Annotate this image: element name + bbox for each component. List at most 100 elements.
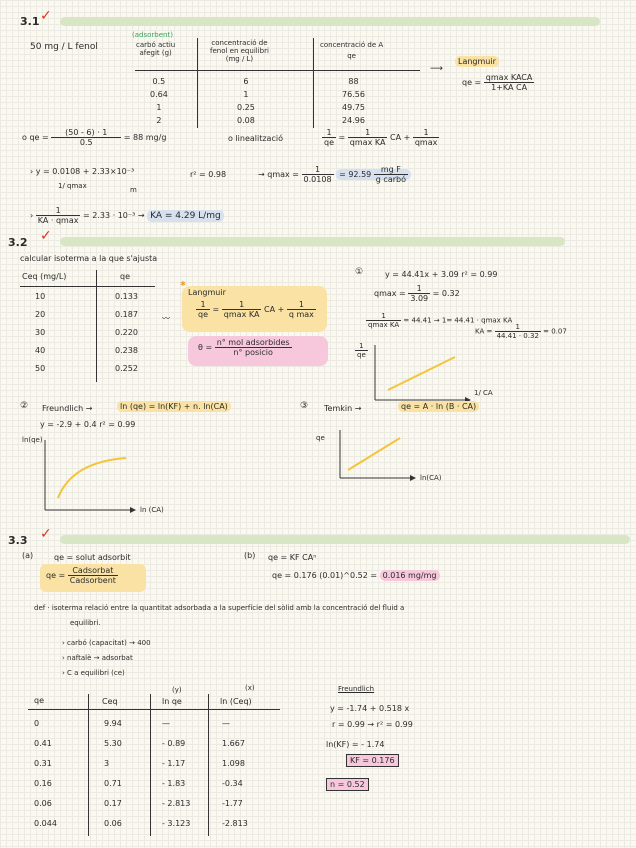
case-3-equation: qe = A · ln (B · CA) [398, 401, 480, 412]
case-3-label: Temkin → [324, 404, 362, 413]
table-divider [313, 38, 314, 128]
check-icon: ✓ [40, 526, 52, 542]
part-b-label: (b) [244, 551, 256, 560]
section-header-bar [60, 535, 630, 544]
list-item: › naftalè → adsorbat [62, 654, 133, 662]
star-icon: ✱ [180, 280, 186, 288]
langmuir-label: Langmuir [455, 56, 499, 67]
case-3-y-axis-label: qe [316, 434, 325, 442]
case-3-x-axis-label: ln(CA) [420, 474, 442, 482]
regression-intercept-note: 1/ qmax [58, 182, 87, 190]
check-icon: ✓ [40, 8, 52, 24]
part-a-highlight [40, 564, 146, 592]
part-a-definition: qe = solut adsorbit [54, 553, 131, 562]
section-header-bar [60, 237, 565, 246]
freundlich-r: r = 0.99 → r² = 0.99 [332, 720, 413, 729]
case-1-x-axis-label: 1/ CA [474, 389, 493, 397]
adsorbent-note: (adsorbent) [132, 31, 173, 39]
col-header-qe: qe [120, 272, 130, 281]
arrow: ⟶ [430, 64, 443, 74]
case-3-marker: ③ [300, 401, 309, 411]
table-divider [208, 694, 209, 836]
part-b-equation: qe = KF CAⁿ [268, 553, 317, 562]
col-header-ceq: Ceq [102, 697, 118, 706]
table-divider [150, 694, 151, 836]
isotherm-definition: def · isoterma relació entre la quantita… [34, 604, 405, 612]
table-divider [96, 270, 97, 382]
freundlich-title: Freundlich [338, 685, 375, 693]
part-b-calculation: qe = 0.176 (0.01)^0.52 = 0.016 mg/mg [272, 570, 440, 581]
regression-line: › y = 0.0108 + 2.33×10⁻³ [30, 167, 135, 176]
table-divider [88, 694, 89, 836]
y-marker: (y) [172, 686, 182, 694]
case-2-equation: ln (qe) = ln(KF) + n. ln(CA) [117, 401, 231, 412]
freundlich-ln-kf: ln(KF) = - 1.74 [326, 740, 385, 749]
case-1-regression: y = 44.41x + 3.09 r² = 0.99 [385, 270, 498, 279]
phenol-concentration: 50 mg / L fenol [30, 42, 98, 52]
case-2-label: Freundlich → [42, 404, 93, 413]
table-divider [197, 38, 198, 128]
col-header-ln-qe: ln qe [162, 697, 182, 706]
case-2-marker: ② [20, 401, 29, 411]
kf-result: KF = 0.176 [346, 754, 399, 767]
list-item: › carbó (capacitat) → 400 [62, 639, 151, 647]
langmuir-title: Langmuir [188, 288, 226, 297]
section-number: 3.3 [8, 534, 28, 547]
part-a-label: (a) [22, 551, 34, 560]
col-header-ln-ceq: ln (Ceq) [220, 697, 252, 706]
col-ln-qe-values: —- 0.89- 1.17- 1.83- 2.813- 3.123 [162, 719, 191, 828]
isotherm-definition-cont: equilibri. [70, 619, 101, 627]
squiggle-arrow: 〰 [162, 314, 170, 323]
case-2-y-axis-label: ln(qe) [22, 436, 43, 444]
linearization-label: o linealització [228, 134, 283, 143]
check-icon: ✓ [40, 228, 52, 244]
case-1-marker: ① [355, 267, 364, 277]
section-intro: calcular isoterma a la que s'ajusta [20, 254, 158, 263]
n-result: n = 0.52 [326, 778, 369, 791]
case-2-regression: y = -2.9 + 0.4 r² = 0.99 [40, 420, 136, 429]
table-rule [28, 709, 280, 710]
regression-slope-note: m [130, 186, 137, 194]
given-data-list: › carbó (capacitat) → 400 › naftalè → ad… [62, 636, 151, 681]
table-rule [135, 70, 420, 71]
x-marker: (x) [245, 684, 255, 692]
section-number: 3.1 [20, 15, 40, 28]
case-2-x-axis-label: ln (CA) [140, 506, 164, 514]
r-squared: r² = 0.98 [190, 170, 227, 179]
col-header-ceq: Ceq (mg/L) [22, 272, 67, 281]
section-header-bar [60, 17, 600, 26]
section-number: 3.2 [8, 236, 28, 249]
table-rule [20, 286, 155, 287]
theta-highlight [188, 336, 328, 366]
list-item: › C a equilibri (ce) [62, 669, 125, 677]
freundlich-regression: y = -1.74 + 0.518 x [330, 704, 410, 713]
col-header-qe: qe [34, 696, 44, 705]
